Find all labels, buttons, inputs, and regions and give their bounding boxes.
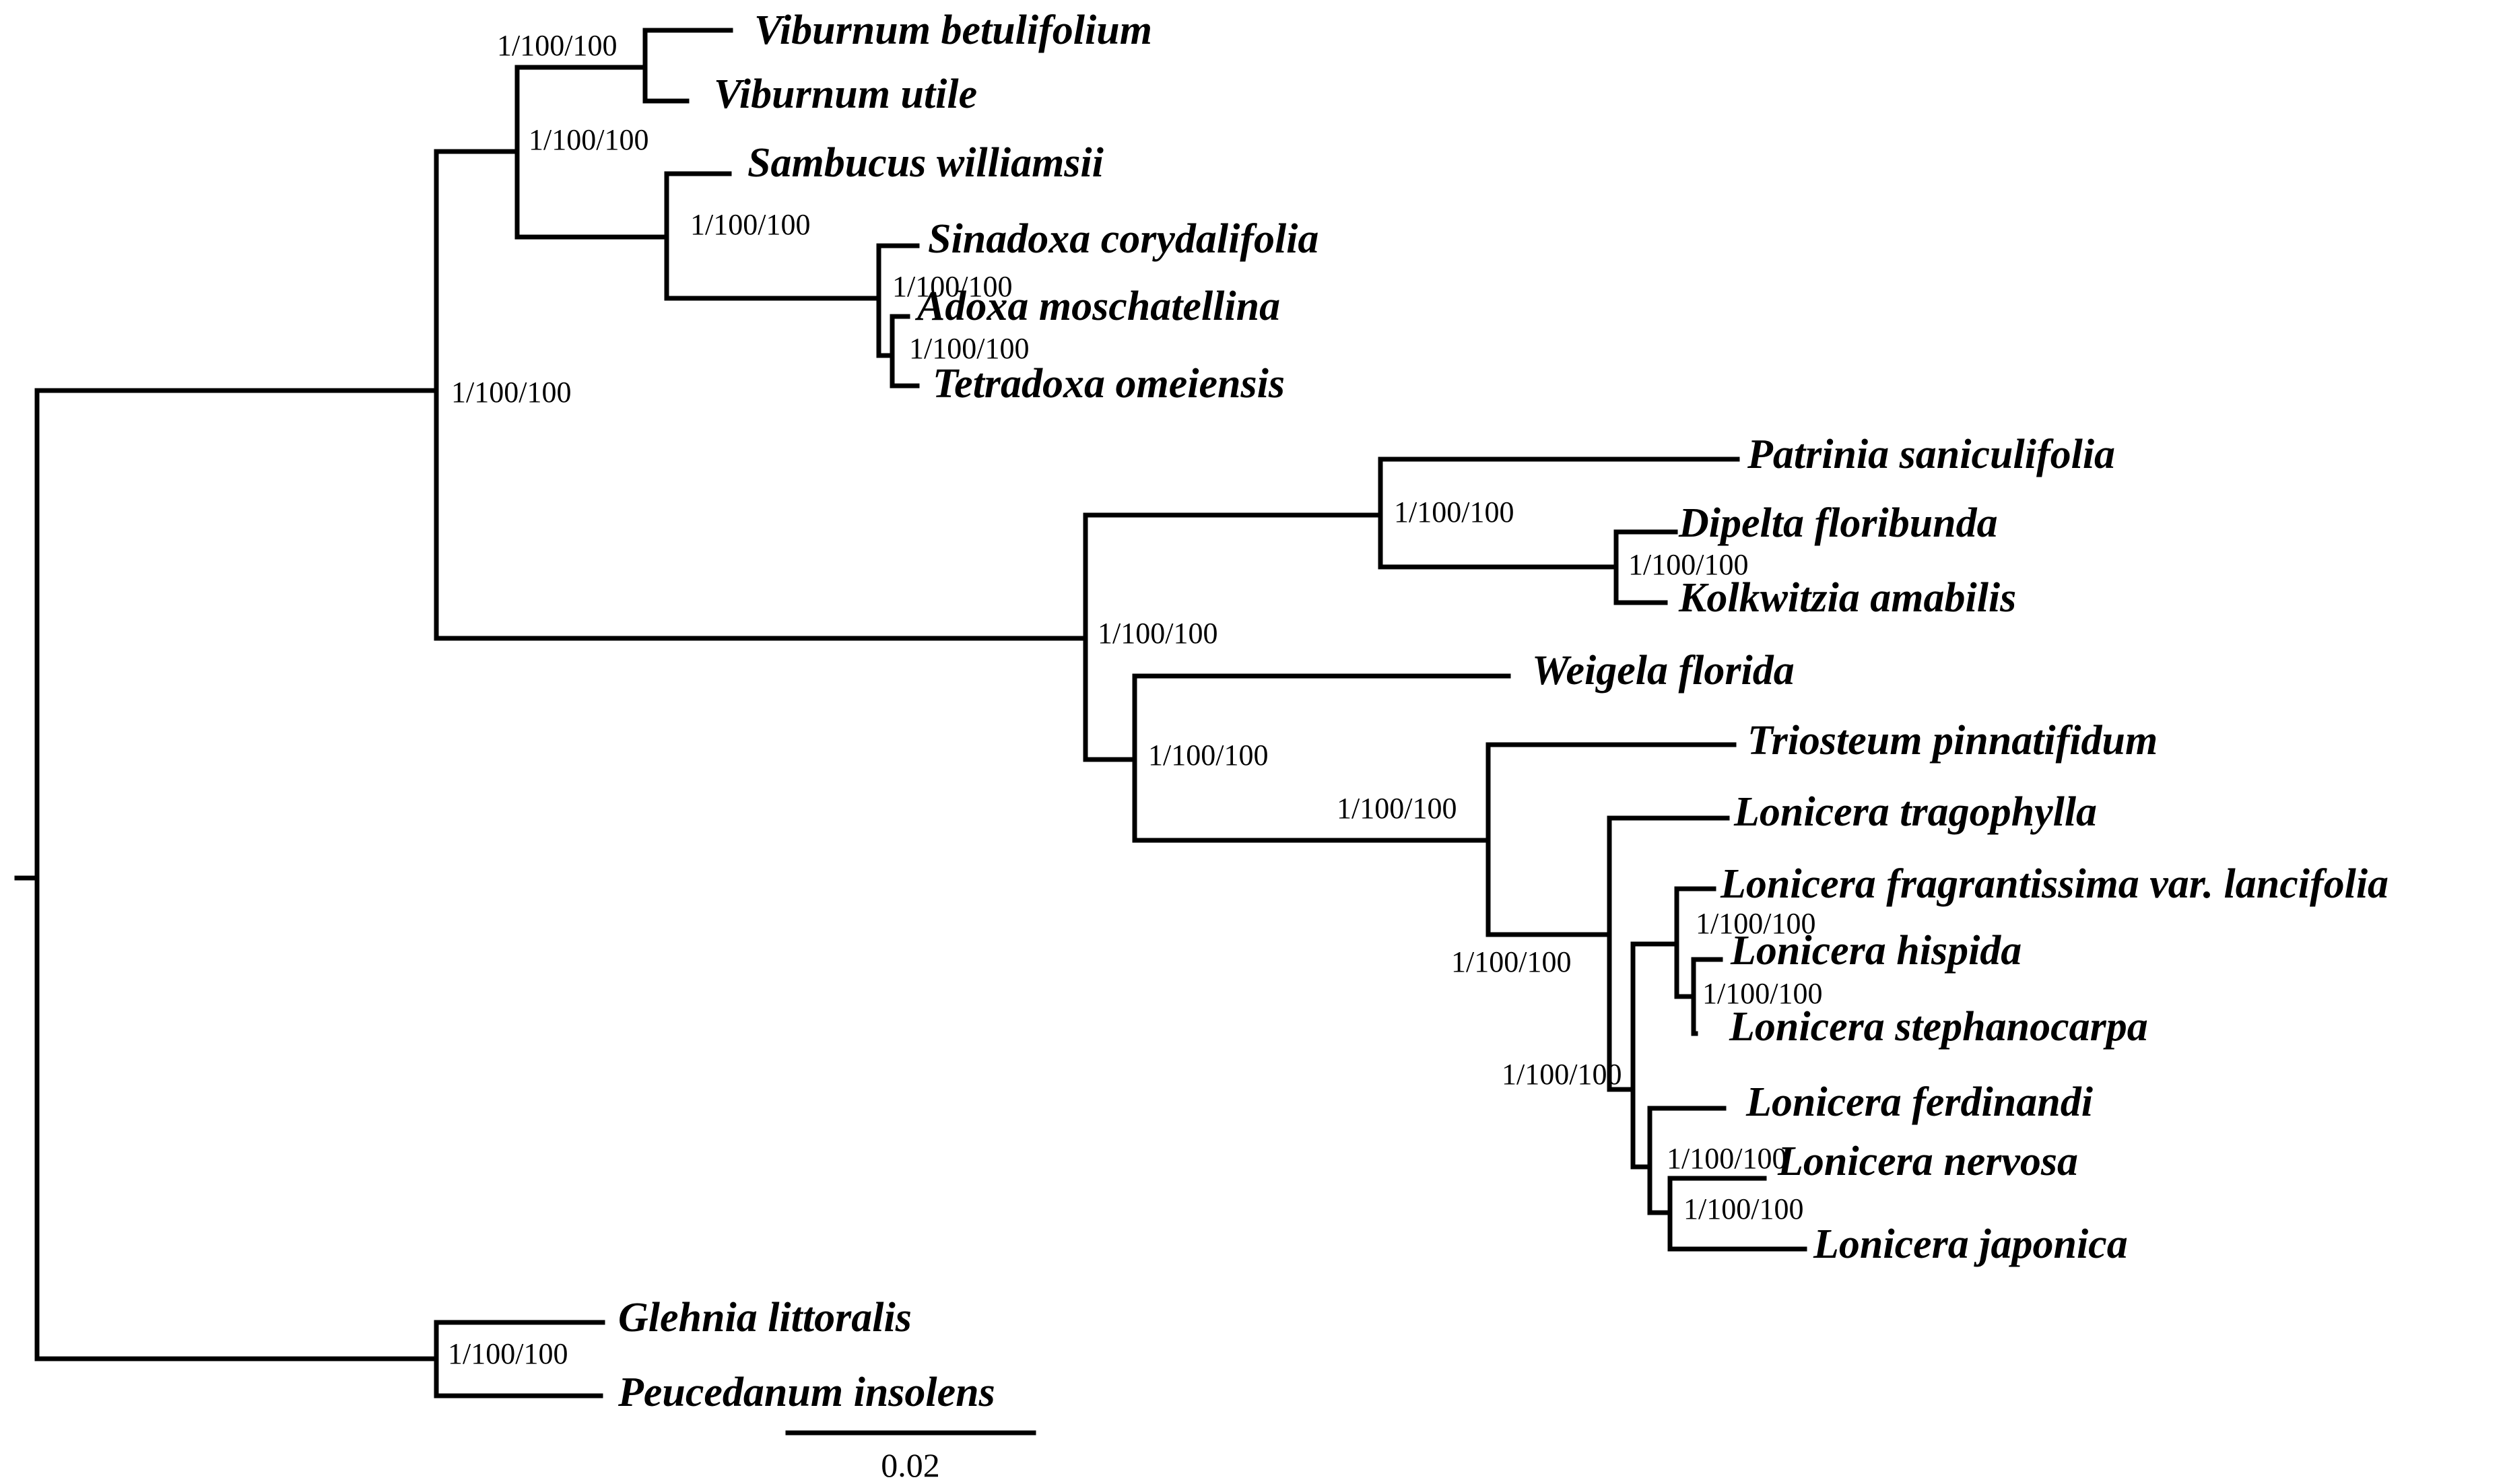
- taxon-label: Sinadoxa corydalifolia: [928, 216, 1318, 262]
- support-value: 1/100/100: [1702, 977, 1822, 1010]
- support-value: 1/100/100: [1098, 617, 1217, 650]
- taxon-label: Tetradoxa omeiensis: [933, 361, 1285, 407]
- taxon-label: Weigela florida: [1532, 648, 1795, 694]
- taxon-label: Viburnum utile: [714, 71, 977, 117]
- taxon-label: Lonicera tragophylla: [1733, 789, 2097, 835]
- taxon-label: Lonicera japonica: [1813, 1221, 2128, 1267]
- taxon-label: Patrinia saniculifolia: [1747, 432, 2115, 477]
- taxon-label: Lonicera fragrantissima var. lancifolia: [1720, 861, 2389, 907]
- support-value: 1/100/100: [1628, 548, 1748, 581]
- taxon-label: Dipelta floribunda: [1678, 500, 1998, 546]
- support-value: 1/100/100: [497, 29, 617, 62]
- tree-branches: [14, 28, 1807, 1398]
- taxon-label: Triosteum pinnatifidum: [1747, 718, 2158, 764]
- scale-bar-label: 0.02: [881, 1446, 940, 1484]
- support-value: 1/100/100: [690, 208, 810, 241]
- taxon-label: Lonicera ferdinandi: [1745, 1079, 2093, 1125]
- taxon-label: Peucedanum insolens: [617, 1370, 995, 1415]
- support-value: 1/100/100: [1394, 496, 1514, 529]
- taxon-label: Lonicera hispida: [1730, 928, 2022, 974]
- taxon-label: Viburnum betulifolium: [754, 7, 1152, 53]
- support-value: 1/100/100: [1337, 792, 1457, 825]
- taxon-label: Lonicera nervosa: [1777, 1139, 2078, 1184]
- taxon-label: Sambucus williamsii: [747, 140, 1104, 186]
- taxon-label: Lonicera stephanocarpa: [1729, 1004, 2148, 1050]
- taxon-label: Glehnia littoralis: [618, 1295, 912, 1341]
- support-value: 1/100/100: [529, 123, 648, 156]
- support-value: 1/100/100: [1451, 945, 1571, 978]
- support-value: 1/100/100: [448, 1337, 568, 1370]
- support-value: 1/100/100: [1696, 907, 1815, 940]
- support-value: 1/100/100: [909, 332, 1029, 365]
- support-value: 1/100/100: [451, 376, 571, 409]
- support-value: 1/100/100: [1502, 1058, 1622, 1091]
- support-value: 1/100/100: [1667, 1142, 1786, 1175]
- taxon-label: Adoxa moschatellina: [914, 283, 1280, 329]
- support-value: 1/100/100: [1148, 739, 1268, 772]
- support-value: 1/100/100: [1683, 1192, 1803, 1225]
- scale-bar: 0.02: [785, 1430, 1036, 1484]
- taxon-label: Kolkwitzia amabilis: [1678, 575, 2016, 621]
- taxon-labels: Viburnum betulifolium Viburnum utile Sam…: [617, 7, 2389, 1415]
- support-values: 1/100/100 1/100/100 1/100/100 1/100/100 …: [448, 29, 1822, 1370]
- support-value: 1/100/100: [892, 270, 1012, 303]
